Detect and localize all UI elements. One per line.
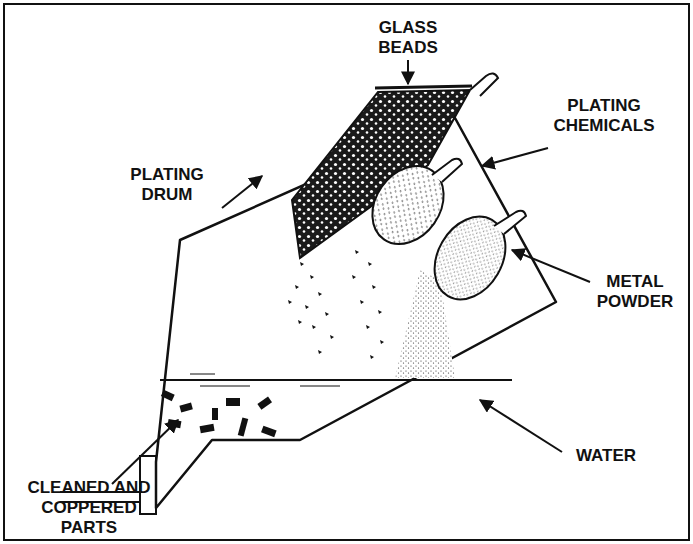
part-label: CLEANED AND COPPERED PARTS xyxy=(14,478,164,538)
falling-chemicals xyxy=(352,250,384,359)
frame xyxy=(4,4,689,540)
part-label: WATER xyxy=(566,446,646,466)
glass-bead-scoop xyxy=(292,90,470,258)
coppered-parts xyxy=(161,390,277,437)
water-surface xyxy=(160,379,512,381)
leader-arrows xyxy=(112,60,590,484)
part-label: PLATING DRUM xyxy=(112,165,222,205)
part-label: GLASS BEADS xyxy=(360,18,456,58)
water-ripples xyxy=(190,374,340,386)
part-label: PLATING CHEMICALS xyxy=(545,96,663,136)
falling-beads xyxy=(288,262,334,354)
scoop-handle xyxy=(470,73,498,96)
part-label: METAL POWDER xyxy=(590,272,680,312)
